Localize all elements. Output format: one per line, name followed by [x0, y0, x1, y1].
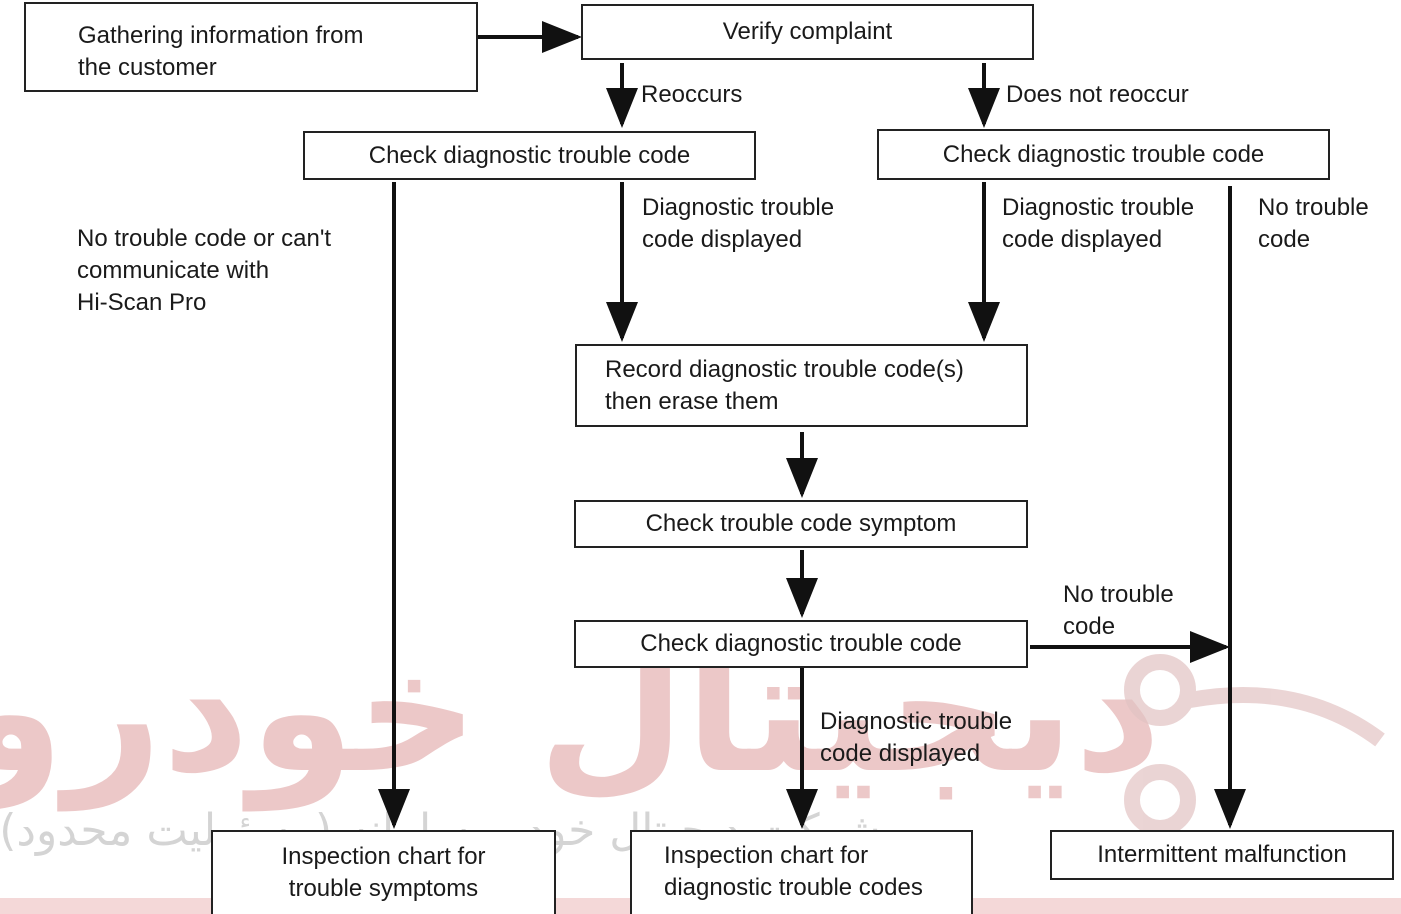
- node-record-erase: Record diagnostic trouble code(s) then e…: [575, 344, 1028, 427]
- label-dtc-displayed-right: Diagnostic trouble code displayed: [1002, 194, 1195, 253]
- watermark-car-logo: [1124, 654, 1385, 836]
- label-dtc-displayed-mid: Diagnostic trouble code displayed: [820, 708, 1013, 767]
- label-does-not-reoccur: Does not reoccur: [1006, 81, 1189, 108]
- label-dtc-displayed-left: Diagnostic trouble code displayed: [642, 194, 835, 253]
- node-check-symptom: Check trouble code symptom: [574, 500, 1028, 548]
- label-no-code-communicate: No trouble code or can't communicate wit…: [77, 225, 332, 316]
- node-chart-codes-text: Inspection chart for diagnostic trouble …: [664, 842, 923, 901]
- label-reoccurs: Reoccurs: [641, 81, 743, 108]
- node-chart-symptoms: Inspection chart for trouble symptoms: [211, 830, 556, 914]
- label-no-trouble-code-right: No trouble code: [1258, 194, 1369, 253]
- node-chart-symptoms-text: Inspection chart for trouble symptoms: [281, 843, 486, 902]
- node-verify-complaint: Verify complaint: [581, 4, 1034, 60]
- node-chart-codes: Inspection chart for diagnostic trouble …: [630, 830, 973, 914]
- node-intermittent-text: Intermittent malfunction: [1097, 841, 1347, 868]
- node-check-dtc-left: Check diagnostic trouble code: [303, 131, 756, 180]
- label-no-trouble-code-mid: No trouble code: [1063, 581, 1174, 640]
- node-check-dtc-mid-text: Check diagnostic trouble code: [640, 630, 962, 657]
- node-check-dtc-left-text: Check diagnostic trouble code: [368, 141, 691, 169]
- node-intermittent: Intermittent malfunction: [1050, 830, 1394, 880]
- node-gather-info: Gathering information from the customer: [24, 2, 478, 92]
- node-verify-complaint-text: Verify complaint: [722, 18, 893, 45]
- node-gather-info-text: Gathering information from the customer: [78, 22, 364, 81]
- node-record-erase-text: Record diagnostic trouble code(s) then e…: [605, 356, 964, 415]
- node-check-dtc-right: Check diagnostic trouble code: [877, 129, 1330, 180]
- node-check-dtc-mid: Check diagnostic trouble code: [574, 620, 1028, 668]
- node-check-dtc-right-text: Check diagnostic trouble code: [942, 140, 1265, 168]
- node-check-symptom-text: Check trouble code symptom: [645, 510, 957, 537]
